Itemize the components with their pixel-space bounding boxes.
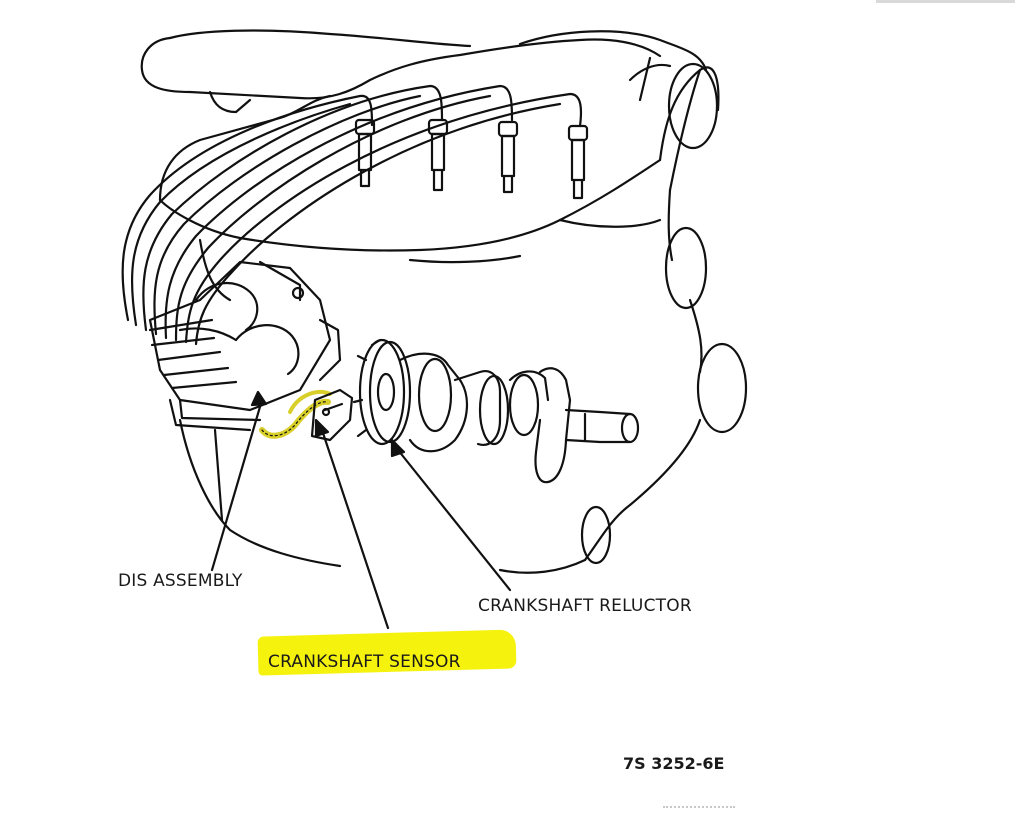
crankshaft-reluctor [352, 338, 412, 446]
top-rule [876, 0, 1015, 3]
leader-lines [210, 390, 512, 630]
faint-marks [663, 806, 735, 814]
dis-assembly-label: DIS ASSEMBLY [118, 571, 243, 591]
figure-id: 7S 3252-6E [623, 754, 725, 773]
crankshaft-sensor-label: CRANKSHAFT SENSOR [268, 652, 461, 672]
dis-assembly [148, 260, 342, 422]
engine-block [158, 56, 748, 574]
spark-plug-boots [354, 118, 589, 200]
intake-manifold [140, 29, 708, 114]
crankshaft-sensor [310, 388, 354, 442]
spark-plug-wires [121, 84, 583, 346]
crankshaft [398, 352, 640, 484]
crankshaft-sensor-wire [259, 389, 332, 439]
crankshaft-reluctor-label: CRANKSHAFT RELUCTOR [478, 596, 692, 616]
